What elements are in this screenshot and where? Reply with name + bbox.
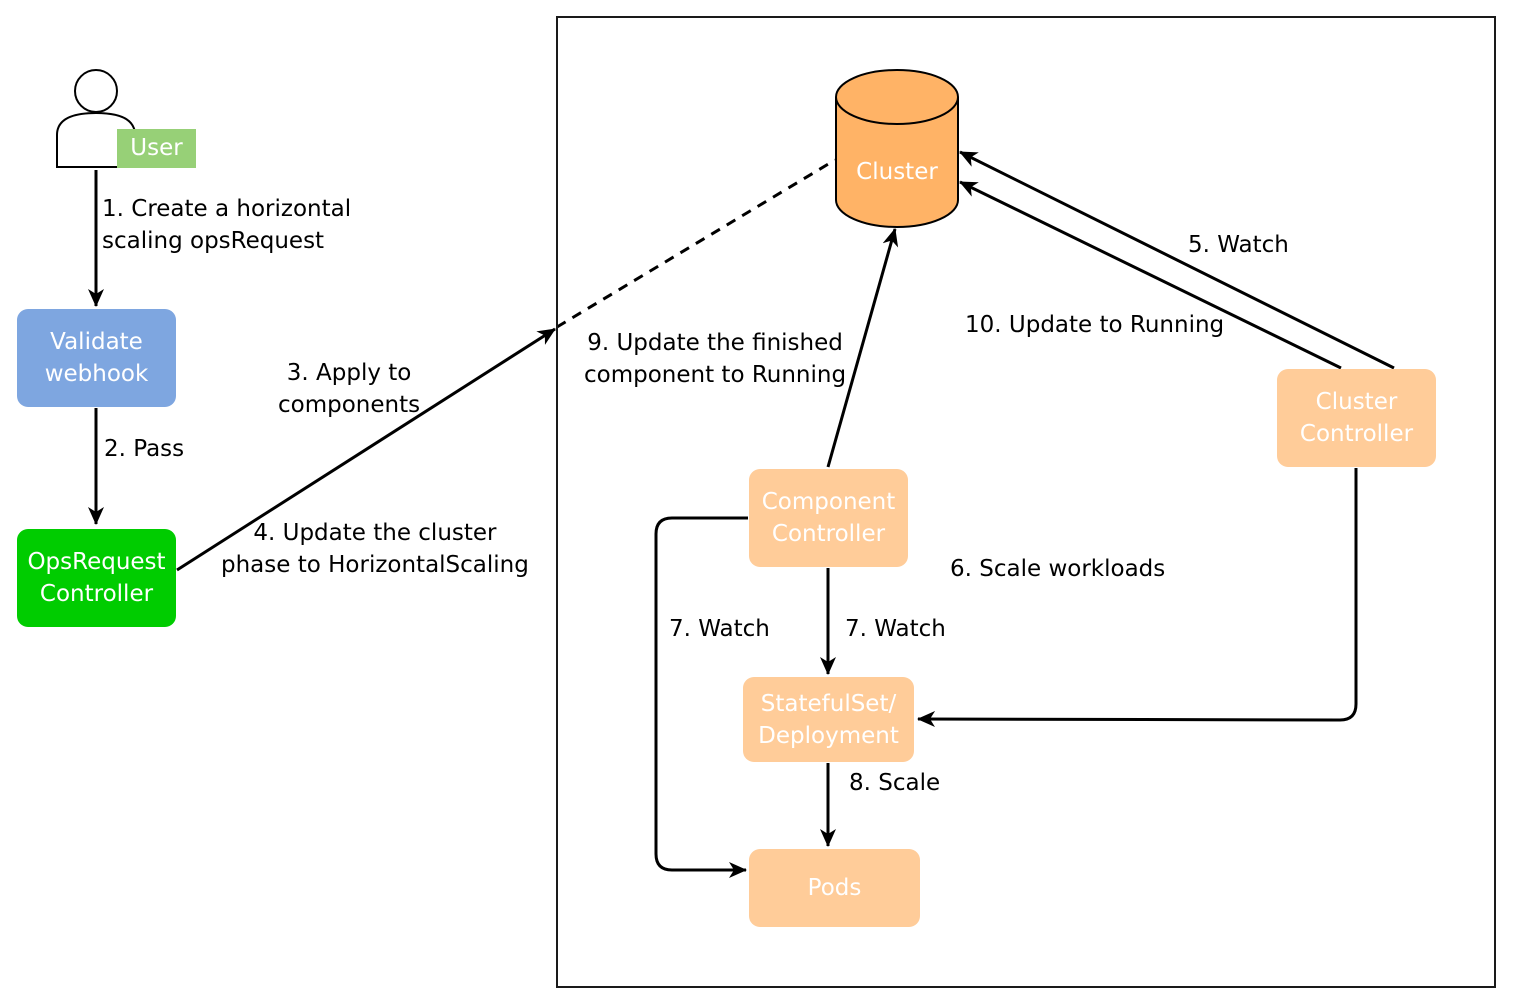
cluster-controller-label: Cluster Controller <box>1299 389 1414 447</box>
validate-webhook-node[interactable]: Validate webhook <box>17 309 176 407</box>
pods-label: Pods <box>807 875 862 901</box>
cluster-controller-node[interactable]: Cluster Controller <box>1277 369 1436 467</box>
arrow-watch-cluster <box>959 150 1395 370</box>
edge-label-step8: 8. Scale <box>849 770 941 796</box>
opsrequest-controller-label: OpsRequest Controller <box>27 549 166 607</box>
arrow-update-component-running <box>826 228 899 468</box>
edge-label-step4: 4. Update the cluster phase to Horizonta… <box>221 520 529 578</box>
cluster-boundary-frame <box>556 16 1496 988</box>
opsrequest-controller-node[interactable]: OpsRequest Controller <box>17 529 176 627</box>
edge-label-step6: 6. Scale workloads <box>950 556 1166 582</box>
cluster-label: Cluster <box>856 159 938 185</box>
component-controller-node[interactable]: Component Controller <box>749 469 908 567</box>
validate-webhook-label: Validate webhook <box>44 329 149 387</box>
arrow-update-to-running <box>959 180 1342 370</box>
statefulset-deployment-node[interactable]: StatefulSet/ Deployment <box>743 677 914 762</box>
edge-label-step7a: 7. Watch <box>669 616 770 642</box>
pods-node[interactable]: Pods <box>749 849 920 927</box>
edge-label-step2: 2. Pass <box>104 436 185 462</box>
statefulset-deployment-label: StatefulSet/ Deployment <box>758 690 899 749</box>
dashed-link-to-cluster <box>556 158 836 329</box>
edge-label-step1: 1. Create a horizontal scaling opsReques… <box>102 196 352 254</box>
user-label: User <box>117 129 196 168</box>
component-controller-label: Component Controller <box>761 489 896 547</box>
edge-label-step3: 3. Apply to components <box>278 360 421 418</box>
edge-label-step10: 10. Update to Running <box>965 312 1225 338</box>
arrow-watch-pods <box>654 516 748 878</box>
edge-label-step5: 5. Watch <box>1188 232 1289 258</box>
cluster-database-icon <box>835 69 959 228</box>
edge-label-step9: 9. Update the finished component to Runn… <box>584 330 847 388</box>
edge-label-step7b: 7. Watch <box>845 616 946 642</box>
arrow-scale-workloads <box>917 468 1358 728</box>
arrow-apply-to-components <box>176 327 556 572</box>
